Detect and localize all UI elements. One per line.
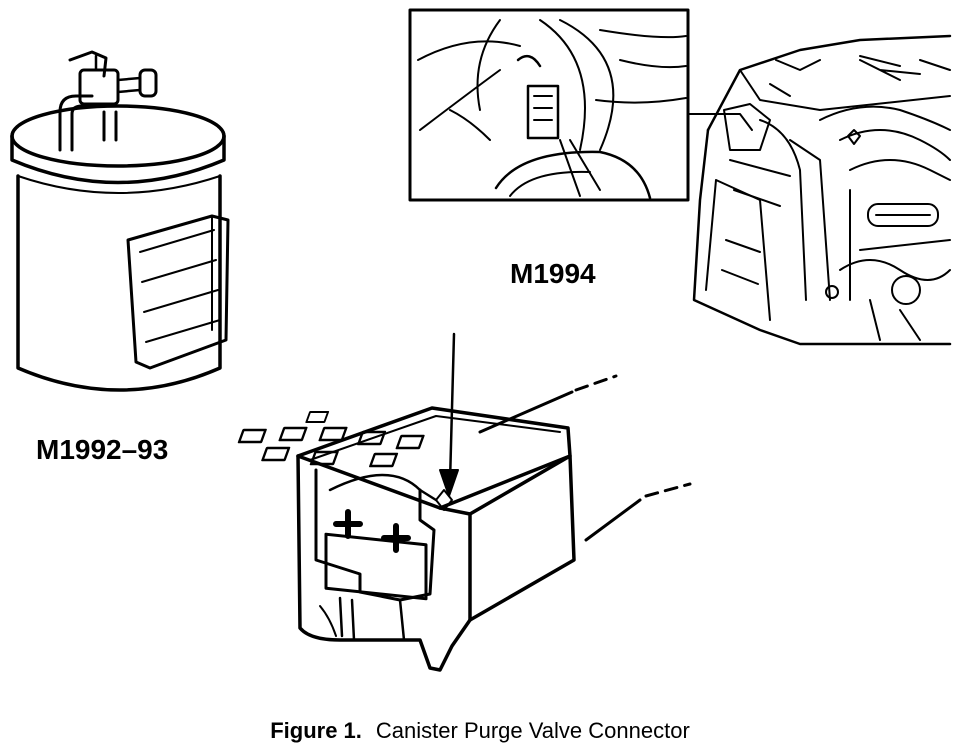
- figure-number: Figure 1.: [270, 718, 362, 743]
- figure-caption: Figure 1. Canister Purge Valve Connector: [0, 718, 960, 744]
- engine-bay-illustration: [692, 34, 952, 346]
- model-label-1992-93: M1992–93: [36, 434, 169, 465]
- pointer-arrow: [439, 332, 459, 497]
- model-label-1994: M1994: [510, 258, 596, 289]
- figure-title: Canister Purge Valve Connector: [375, 718, 690, 743]
- leader-line: [687, 113, 753, 131]
- inset-detail-view: [408, 8, 690, 202]
- purge-valve-connector: [237, 374, 692, 672]
- canister-illustration: [10, 50, 230, 392]
